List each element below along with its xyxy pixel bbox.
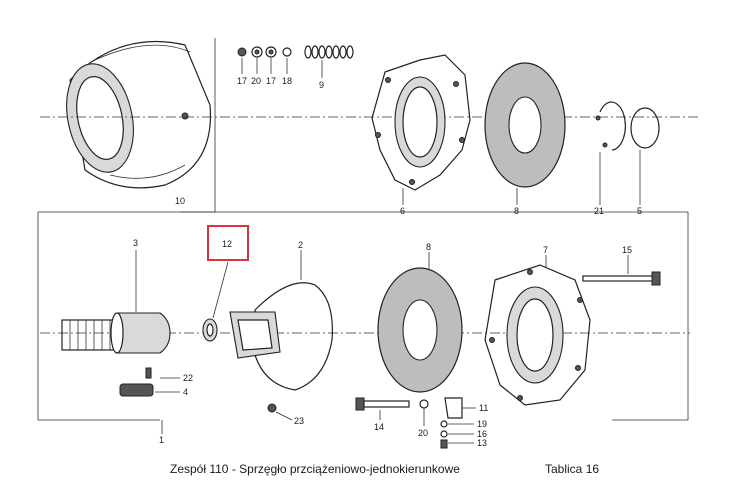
friction-disc-top-part	[484, 62, 566, 188]
label-14: 14	[374, 422, 384, 432]
label-20b: 20	[418, 428, 428, 438]
small-washers-top	[237, 45, 354, 78]
label-22: 22	[183, 373, 193, 383]
label-1: 1	[159, 435, 164, 445]
snap-ring-part	[595, 101, 626, 151]
bracket-frame-left	[37, 212, 160, 421]
label-3: 3	[133, 238, 138, 248]
label-8a: 8	[514, 206, 519, 216]
diagram-caption: Zespół 110 - Sprzęgło przciążeniowo-jedn…	[170, 462, 460, 476]
label-17b: 17	[266, 76, 276, 86]
label-15: 15	[622, 245, 632, 255]
splined-shaft-part	[61, 312, 171, 354]
leader-lines	[135, 150, 641, 444]
label-10: 10	[175, 196, 185, 206]
label-6: 6	[400, 206, 405, 216]
ring-part	[630, 107, 660, 149]
label-9: 9	[319, 80, 324, 90]
label-2: 2	[298, 240, 303, 250]
label-17a: 17	[237, 76, 247, 86]
cone-housing-part	[40, 40, 700, 189]
bracket-frame	[38, 211, 689, 421]
label-5: 5	[637, 206, 642, 216]
bushing-part	[202, 261, 229, 342]
label-21: 21	[594, 206, 604, 216]
highlight-box-12	[207, 225, 249, 261]
flange-plate-part	[371, 54, 471, 191]
label-12: 12	[222, 239, 232, 249]
label-11: 11	[479, 403, 488, 413]
label-20a: 20	[251, 76, 261, 86]
label-19: 19	[477, 419, 487, 429]
housing-flange-part	[484, 264, 591, 406]
spring-stack-part	[304, 45, 354, 59]
bolt-part	[355, 397, 429, 411]
label-4: 4	[183, 387, 188, 397]
small-parts-bottom	[440, 420, 448, 449]
bracket-part	[444, 397, 463, 419]
hub-plate-part	[229, 282, 333, 413]
key-part	[119, 383, 154, 397]
table-reference: Tablica 16	[545, 462, 600, 476]
label-7: 7	[543, 245, 548, 255]
label-16: 16	[477, 429, 487, 439]
label-23: 23	[294, 416, 304, 426]
friction-disc-bottom-part	[377, 267, 463, 393]
label-18: 18	[282, 76, 292, 86]
label-13: 13	[477, 438, 487, 448]
label-8b: 8	[426, 242, 431, 252]
long-bolt-part	[582, 271, 661, 286]
set-screw-part	[145, 367, 152, 379]
